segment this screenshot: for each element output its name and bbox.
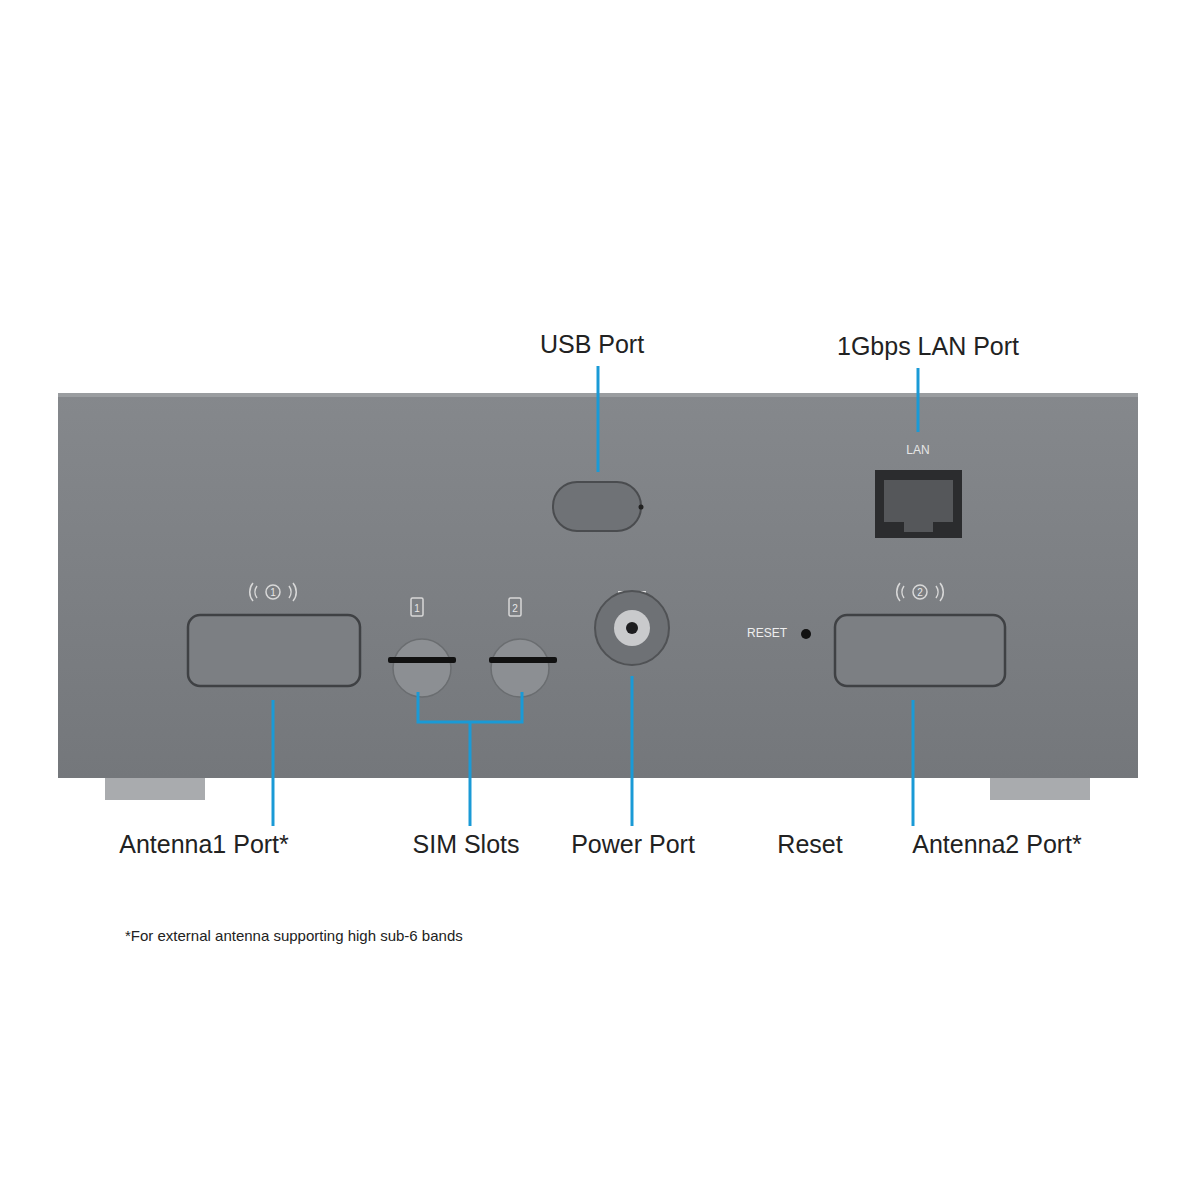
- icon-number: 2: [512, 603, 518, 614]
- part-label: USB Port: [540, 331, 644, 359]
- icon-number: 1: [270, 587, 276, 598]
- antenna2-port: [835, 615, 1005, 686]
- sim-slot-2: [489, 598, 557, 697]
- port-marking: RESET: [747, 627, 787, 640]
- sim-slot-1: [388, 598, 456, 697]
- part-label: Reset: [777, 831, 842, 859]
- power-port: [595, 591, 669, 665]
- part-label: SIM Slots: [413, 831, 520, 859]
- antenna1-icon: [250, 583, 297, 601]
- part-label: Antenna1 Port*: [119, 831, 289, 859]
- antenna2-icon: [897, 583, 944, 601]
- port-marking: LAN: [906, 444, 929, 457]
- reset-hole: [801, 629, 811, 639]
- part-label: Antenna2 Port*: [912, 831, 1082, 859]
- icon-number: 2: [917, 587, 923, 598]
- icon-number: 1: [414, 603, 420, 614]
- usb-port: [553, 482, 641, 531]
- part-label: Power Port: [571, 831, 695, 859]
- part-label: 1Gbps LAN Port: [837, 333, 1019, 361]
- usb-led: [639, 505, 644, 510]
- lan-port-clip: [904, 522, 933, 532]
- leader-lines: [273, 366, 918, 826]
- footnote: *For external antenna supporting high su…: [125, 928, 463, 945]
- lan-port: [875, 470, 962, 538]
- antenna1-port: [188, 615, 360, 686]
- lan-port-inner: [884, 480, 953, 522]
